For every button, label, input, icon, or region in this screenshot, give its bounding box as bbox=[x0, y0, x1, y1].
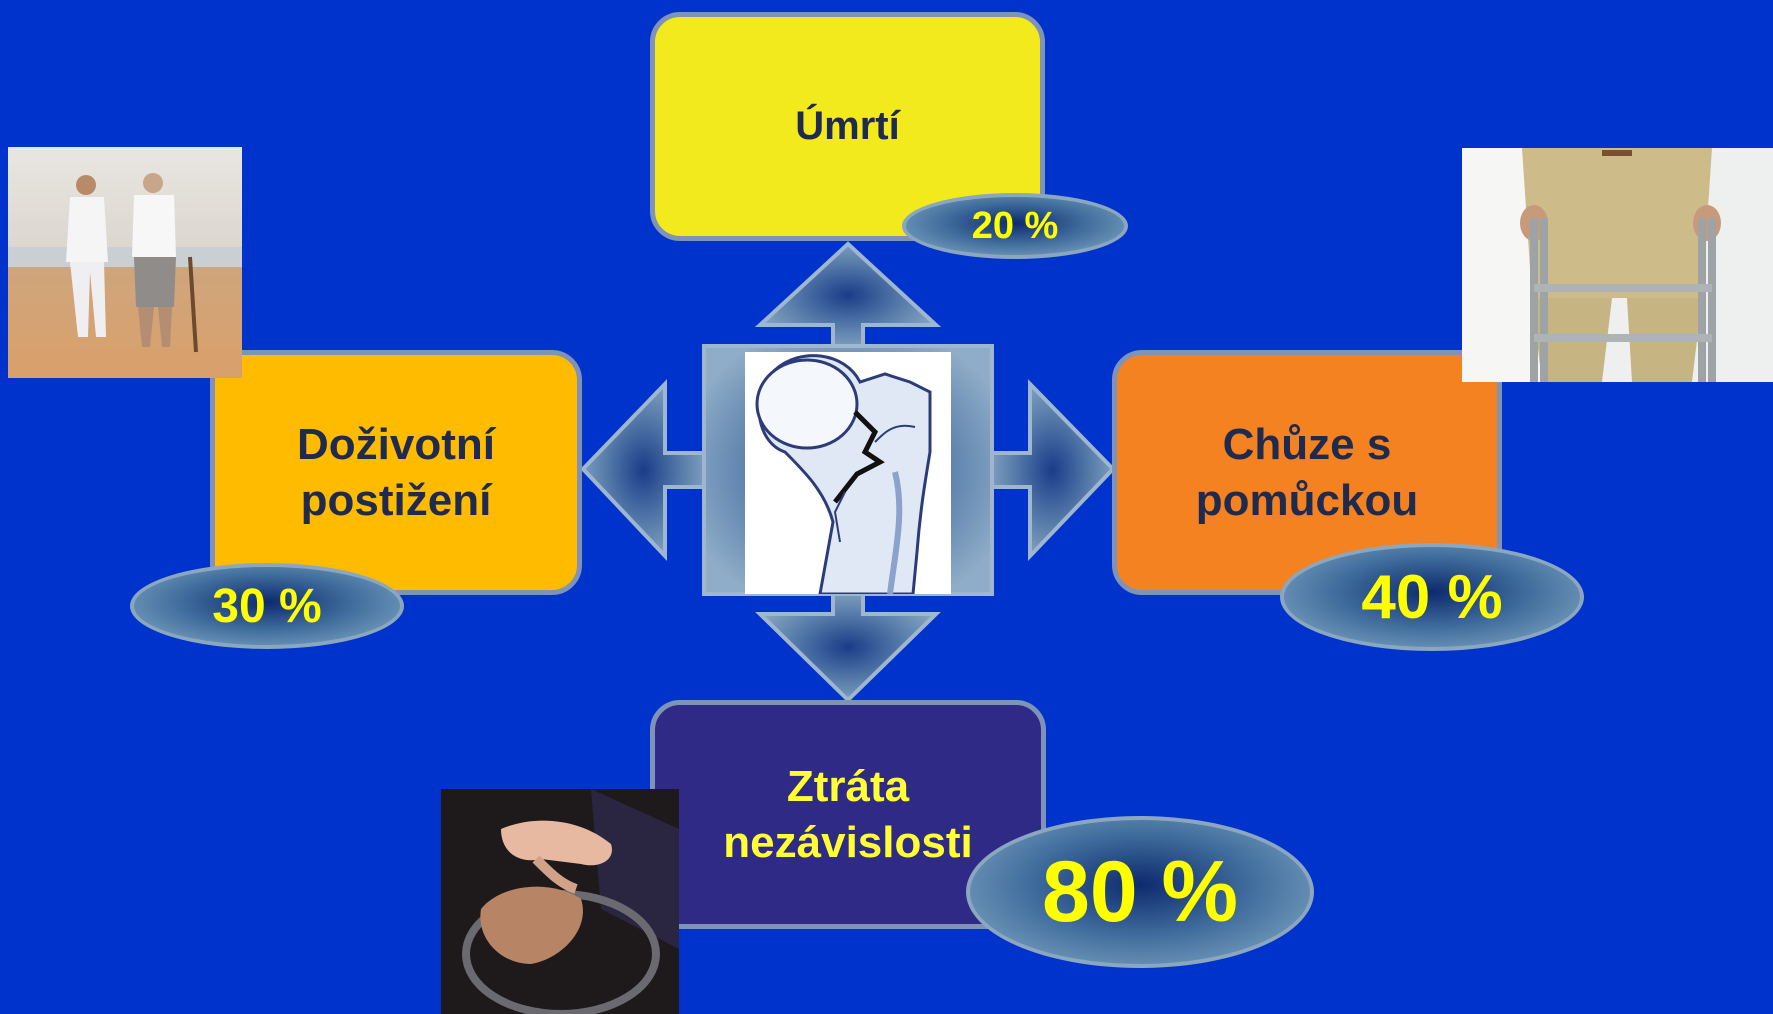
death-percent-badge: 20 % bbox=[902, 193, 1128, 259]
walking-aid-percent-badge: 40 % bbox=[1280, 543, 1584, 651]
walking-aid-label-line2: pomůckou bbox=[1195, 475, 1419, 525]
death-label: Úmrtí bbox=[795, 104, 900, 149]
disability-label-line2: postižení bbox=[300, 475, 492, 525]
elderly-couple-walking-on-beach-photo bbox=[8, 147, 242, 378]
helping-hands-wheelchair-photo bbox=[441, 789, 679, 1014]
disability-percent-badge: 30 % bbox=[130, 563, 404, 649]
walker-frame-photo bbox=[1462, 148, 1773, 382]
arrow-right bbox=[990, 379, 1116, 561]
arrow-up bbox=[754, 241, 942, 348]
arrow-down bbox=[755, 592, 941, 703]
independence-percent-badge: 80 % bbox=[966, 816, 1314, 968]
arrow-left bbox=[580, 379, 706, 562]
disability-percent: 30 % bbox=[212, 579, 322, 633]
hip-fracture-illustration bbox=[745, 352, 951, 594]
disability-label-line1: Doživotní bbox=[297, 419, 495, 469]
disability-box: Doživotní postižení bbox=[210, 350, 582, 595]
walking-aid-percent: 40 % bbox=[1361, 562, 1503, 632]
walking-aid-label-line1: Chůze s bbox=[1222, 419, 1392, 469]
death-percent: 20 % bbox=[971, 204, 1059, 247]
independence-label-line2: nezávislosti bbox=[723, 817, 973, 867]
independence-label-line1: Ztráta bbox=[786, 761, 910, 811]
independence-percent: 80 % bbox=[1041, 843, 1239, 940]
